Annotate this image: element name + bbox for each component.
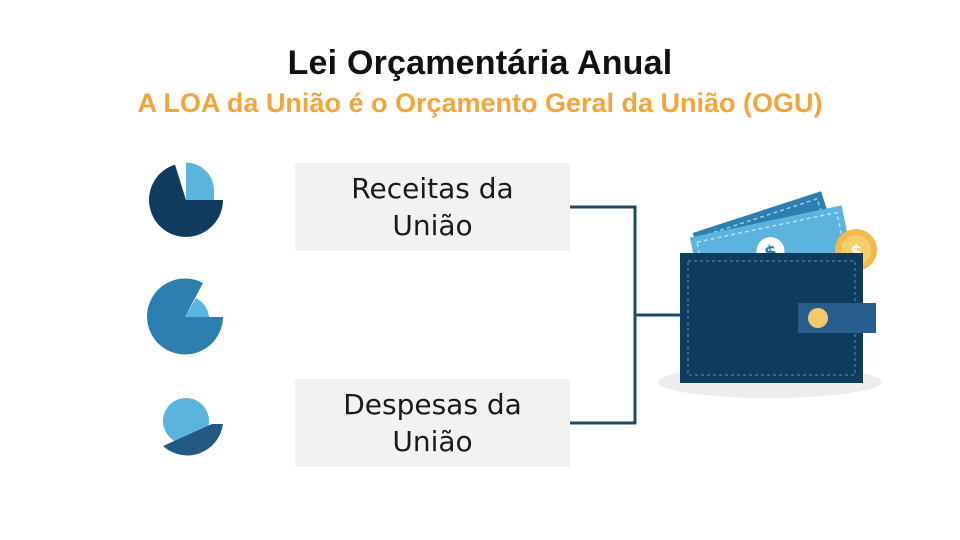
bracket-connector — [570, 205, 680, 425]
pie-chart-icon — [163, 398, 223, 456]
expenses-box: Despesas da União — [295, 379, 570, 467]
wallet-icon: $ $ — [658, 191, 882, 398]
svg-text:$: $ — [850, 242, 862, 262]
revenue-box: Receitas da União — [295, 163, 570, 251]
pie-chart-icon — [147, 278, 223, 355]
pie-chart-icon — [149, 162, 223, 237]
diagram-subtitle: A LOA da União é o Orçamento Geral da Un… — [137, 88, 823, 118]
diagram-title: Lei Orçamentária Anual — [287, 44, 673, 82]
